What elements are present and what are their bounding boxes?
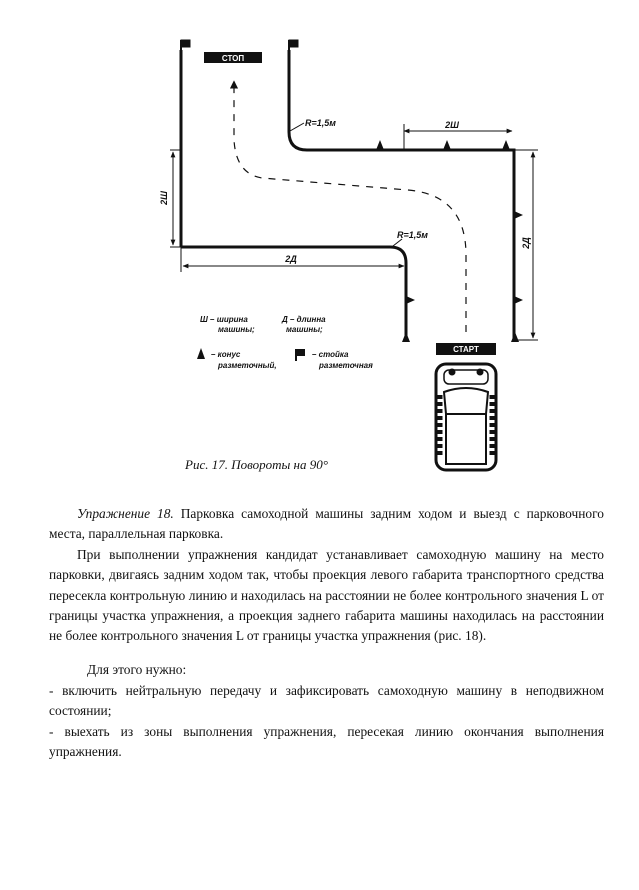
need-line: Для этого нужно: xyxy=(49,660,604,680)
cones xyxy=(376,140,523,342)
legend-d-line1: Д – длинна xyxy=(281,315,326,324)
dimension-lines xyxy=(170,122,538,341)
start-sign: СТАРТ xyxy=(436,343,496,355)
width-label-left: 2Ш xyxy=(159,191,169,206)
length-label-right: 2Д xyxy=(521,237,531,250)
radius-label-bottom: R=1,5м xyxy=(397,230,428,240)
stop-label: СТОП xyxy=(222,54,244,63)
cone-icon xyxy=(511,332,519,342)
radius-label-top: R=1,5м xyxy=(305,118,336,128)
legend: Ш – ширина машины; Д – длинна машины; – … xyxy=(197,315,373,370)
width-label-top: 2Ш xyxy=(444,120,459,130)
paragraph-text: При выполнении упражнения кандидат устан… xyxy=(49,547,604,644)
cone-icon xyxy=(514,211,523,219)
cone-icon xyxy=(514,296,523,304)
list-item-1: - включить нейтральную передачу и зафикс… xyxy=(49,681,604,722)
marker-posts xyxy=(180,39,299,52)
start-label: СТАРТ xyxy=(453,345,479,354)
figure-caption: Рис. 17. Повороты на 90° xyxy=(185,457,328,472)
body-paragraph: При выполнении упражнения кандидат устан… xyxy=(49,545,604,646)
cone-icon xyxy=(443,140,451,150)
turns-diagram: СТОП СТАРТ R=1,5м R=1,5м 2Ш 2Ш 2Д 2Д Ш –… xyxy=(159,39,538,472)
legend-w-line1: Ш – ширина xyxy=(200,315,248,324)
course-boundary xyxy=(179,50,516,340)
flag-post-icon xyxy=(295,349,305,361)
cone-icon xyxy=(402,332,410,342)
cone-icon xyxy=(406,296,415,304)
exercise-heading: Упражнение 18. Парковка самоходной машин… xyxy=(49,504,604,545)
list-item-1-text: - включить нейтральную передачу и зафикс… xyxy=(49,683,604,719)
flag-post-mid xyxy=(288,39,299,52)
length-label-bottom: 2Д xyxy=(284,254,297,264)
cone-icon xyxy=(197,348,205,359)
legend-post-line2: разметочная xyxy=(318,361,373,370)
stop-sign: СТОП xyxy=(204,52,262,63)
exercise-title-rest: Парковка самоходной машины задним ходом … xyxy=(49,506,604,542)
cone-icon xyxy=(502,140,510,150)
legend-cone-line2: разметочный, xyxy=(217,361,277,370)
flag-post-left xyxy=(180,39,191,52)
legend-w-line2: машины; xyxy=(218,325,255,334)
need-text: Для этого нужно: xyxy=(87,662,187,677)
legend-d-line2: машины; xyxy=(286,325,323,334)
car-top-view xyxy=(434,362,498,472)
list-item-2: - выехать из зоны выполнения упражнения,… xyxy=(49,722,604,763)
legend-cone-line1: – конус xyxy=(211,350,241,359)
driving-path xyxy=(229,80,467,332)
list-item-2-text: - выехать из зоны выполнения упражнения,… xyxy=(49,724,604,760)
legend-post-line1: – стойка xyxy=(312,350,349,359)
exercise-title: Упражнение 18. xyxy=(77,506,174,521)
cone-icon xyxy=(376,140,384,150)
